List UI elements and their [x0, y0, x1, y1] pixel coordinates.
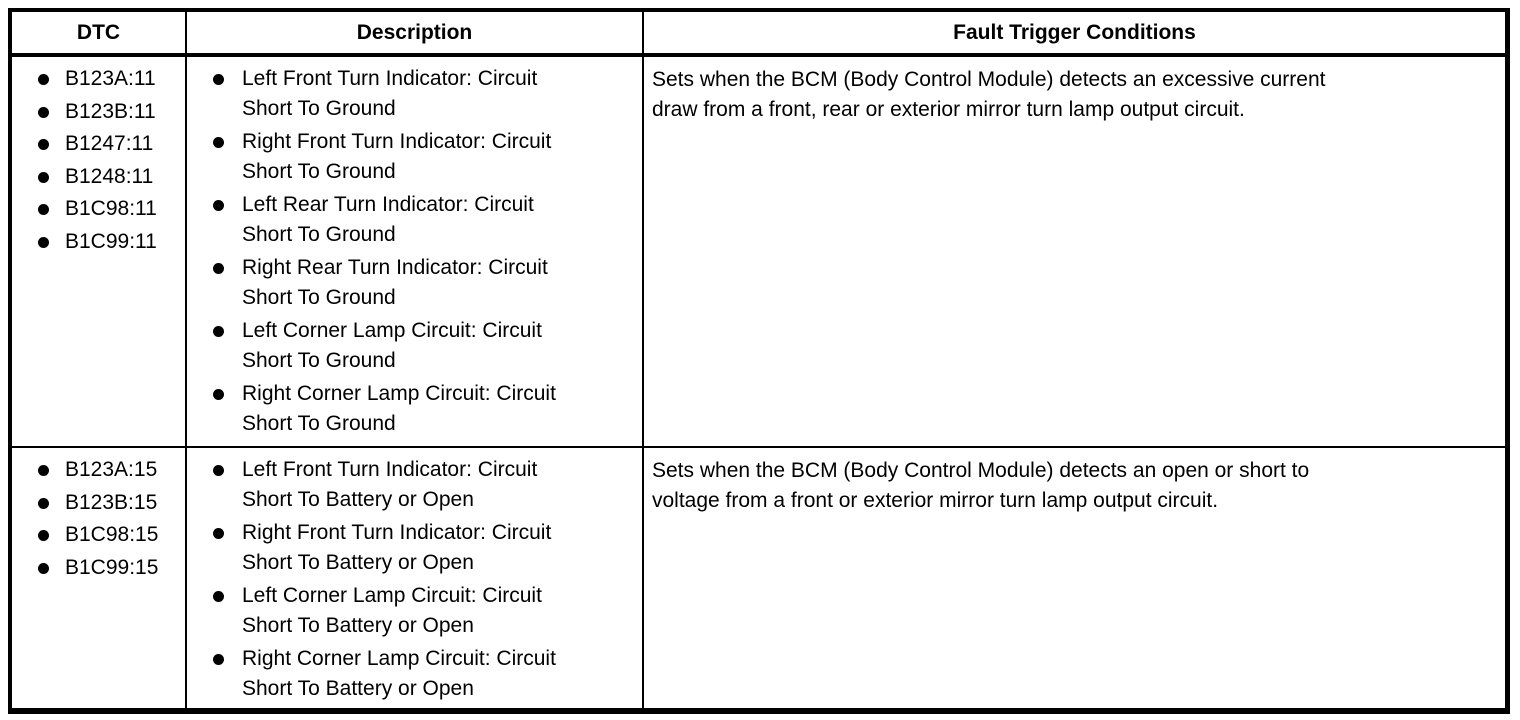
description-item: Left Front Turn Indicator: Circuit Short… [213, 64, 642, 124]
description-item-text: Right Corner Lamp Circuit: Circuit Short… [242, 382, 556, 435]
description-item-text: Right Corner Lamp Circuit: Circuit Short… [242, 647, 556, 700]
bullet-icon [213, 389, 224, 400]
description-list: Left Front Turn Indicator: Circuit Short… [187, 448, 642, 704]
header-dtc: DTC [12, 12, 187, 53]
dtc-code: B123A:11 [38, 63, 185, 96]
dtc-code-text: B123B:15 [65, 490, 158, 514]
description-item-text: Right Rear Turn Indicator: Circuit Short… [242, 256, 548, 309]
bullet-icon [213, 326, 224, 337]
header-description: Description [187, 12, 644, 53]
description-item: Right Corner Lamp Circuit: Circuit Short… [213, 379, 642, 439]
fault-trigger-text: Sets when the BCM (Body Control Module) … [652, 68, 1326, 121]
bullet-icon [213, 200, 224, 211]
header-fault-trigger-conditions: Fault Trigger Conditions [953, 20, 1196, 44]
fault-trigger-cell: Sets when the BCM (Body Control Module) … [644, 448, 1505, 708]
dtc-code-text: B1C98:11 [65, 197, 157, 220]
description-item-text: Left Front Turn Indicator: Circuit Short… [242, 458, 538, 511]
bullet-icon [213, 465, 224, 476]
bullet-icon [38, 497, 49, 509]
dtc-code: B1C99:11 [38, 226, 185, 259]
description-item: Right Corner Lamp Circuit: Circuit Short… [213, 644, 642, 704]
bullet-icon [38, 204, 49, 215]
bullet-icon [213, 528, 224, 539]
bullet-icon [213, 74, 224, 85]
description-item: Right Front Turn Indicator: Circuit Shor… [213, 127, 642, 187]
bullet-icon [213, 591, 224, 602]
bullet-icon [38, 106, 49, 118]
fault-trigger-text: Sets when the BCM (Body Control Module) … [652, 459, 1310, 512]
bullet-icon [38, 465, 49, 476]
dtc-code-text: B123A:11 [65, 67, 156, 90]
description-item-text: Left Corner Lamp Circuit: Circuit Short … [242, 319, 542, 372]
description-item-text: Left Corner Lamp Circuit: Circuit Short … [242, 584, 542, 637]
description-item: Left Front Turn Indicator: Circuit Short… [213, 455, 642, 515]
bullet-icon [213, 654, 224, 665]
dtc-code-text: B1C99:15 [65, 555, 159, 579]
dtc-code: B1C99:15 [38, 552, 185, 585]
bullet-icon [38, 74, 49, 85]
description-item: Right Rear Turn Indicator: Circuit Short… [213, 253, 642, 313]
bullet-icon [38, 530, 49, 541]
dtc-code: B1248:11 [38, 161, 185, 194]
description-item-text: Left Rear Turn Indicator: Circuit Short … [242, 193, 534, 246]
description-list: Left Front Turn Indicator: Circuit Short… [187, 57, 642, 439]
dtc-code-text: B1C98:15 [65, 523, 159, 546]
dtc-code: B1C98:15 [38, 519, 185, 552]
dtc-code-text: B1247:11 [65, 132, 154, 155]
bullet-icon [38, 236, 49, 248]
description-item-text: Right Front Turn Indicator: Circuit Shor… [242, 130, 552, 183]
bullet-icon [213, 137, 224, 148]
description-item: Right Front Turn Indicator: Circuit Shor… [213, 518, 642, 578]
description-item-text: Right Front Turn Indicator: Circuit Shor… [242, 521, 552, 574]
dtc-code-text: B1C99:11 [65, 229, 157, 253]
description-item: Left Corner Lamp Circuit: Circuit Short … [213, 581, 642, 641]
description-cell: Left Front Turn Indicator: Circuit Short… [187, 448, 644, 708]
table-header-row: DTC Description Fault Trigger Conditions [12, 12, 1505, 57]
dtc-code: B123A:15 [38, 454, 185, 487]
description-cell: Left Front Turn Indicator: Circuit Short… [187, 57, 644, 446]
bullet-icon [38, 562, 49, 574]
bullet-icon [38, 171, 49, 183]
dtc-code-text: B123B:11 [65, 99, 156, 123]
description-item-text: Left Front Turn Indicator: Circuit Short… [242, 67, 538, 120]
dtc-fault-table: DTC Description Fault Trigger Conditions… [8, 8, 1510, 714]
dtc-code: B1C98:11 [38, 193, 185, 226]
description-item: Left Corner Lamp Circuit: Circuit Short … [213, 316, 642, 376]
dtc-code-text: B123A:15 [65, 458, 158, 481]
dtc-code: B1247:11 [38, 128, 185, 161]
dtc-code-text: B1248:11 [65, 164, 154, 188]
bullet-icon [213, 263, 224, 274]
dtc-code: B123B:11 [38, 96, 185, 129]
fault-trigger-cell: Sets when the BCM (Body Control Module) … [644, 57, 1505, 446]
description-item: Left Rear Turn Indicator: Circuit Short … [213, 190, 642, 250]
bullet-icon [38, 139, 49, 150]
dtc-code: B123B:15 [38, 487, 185, 520]
